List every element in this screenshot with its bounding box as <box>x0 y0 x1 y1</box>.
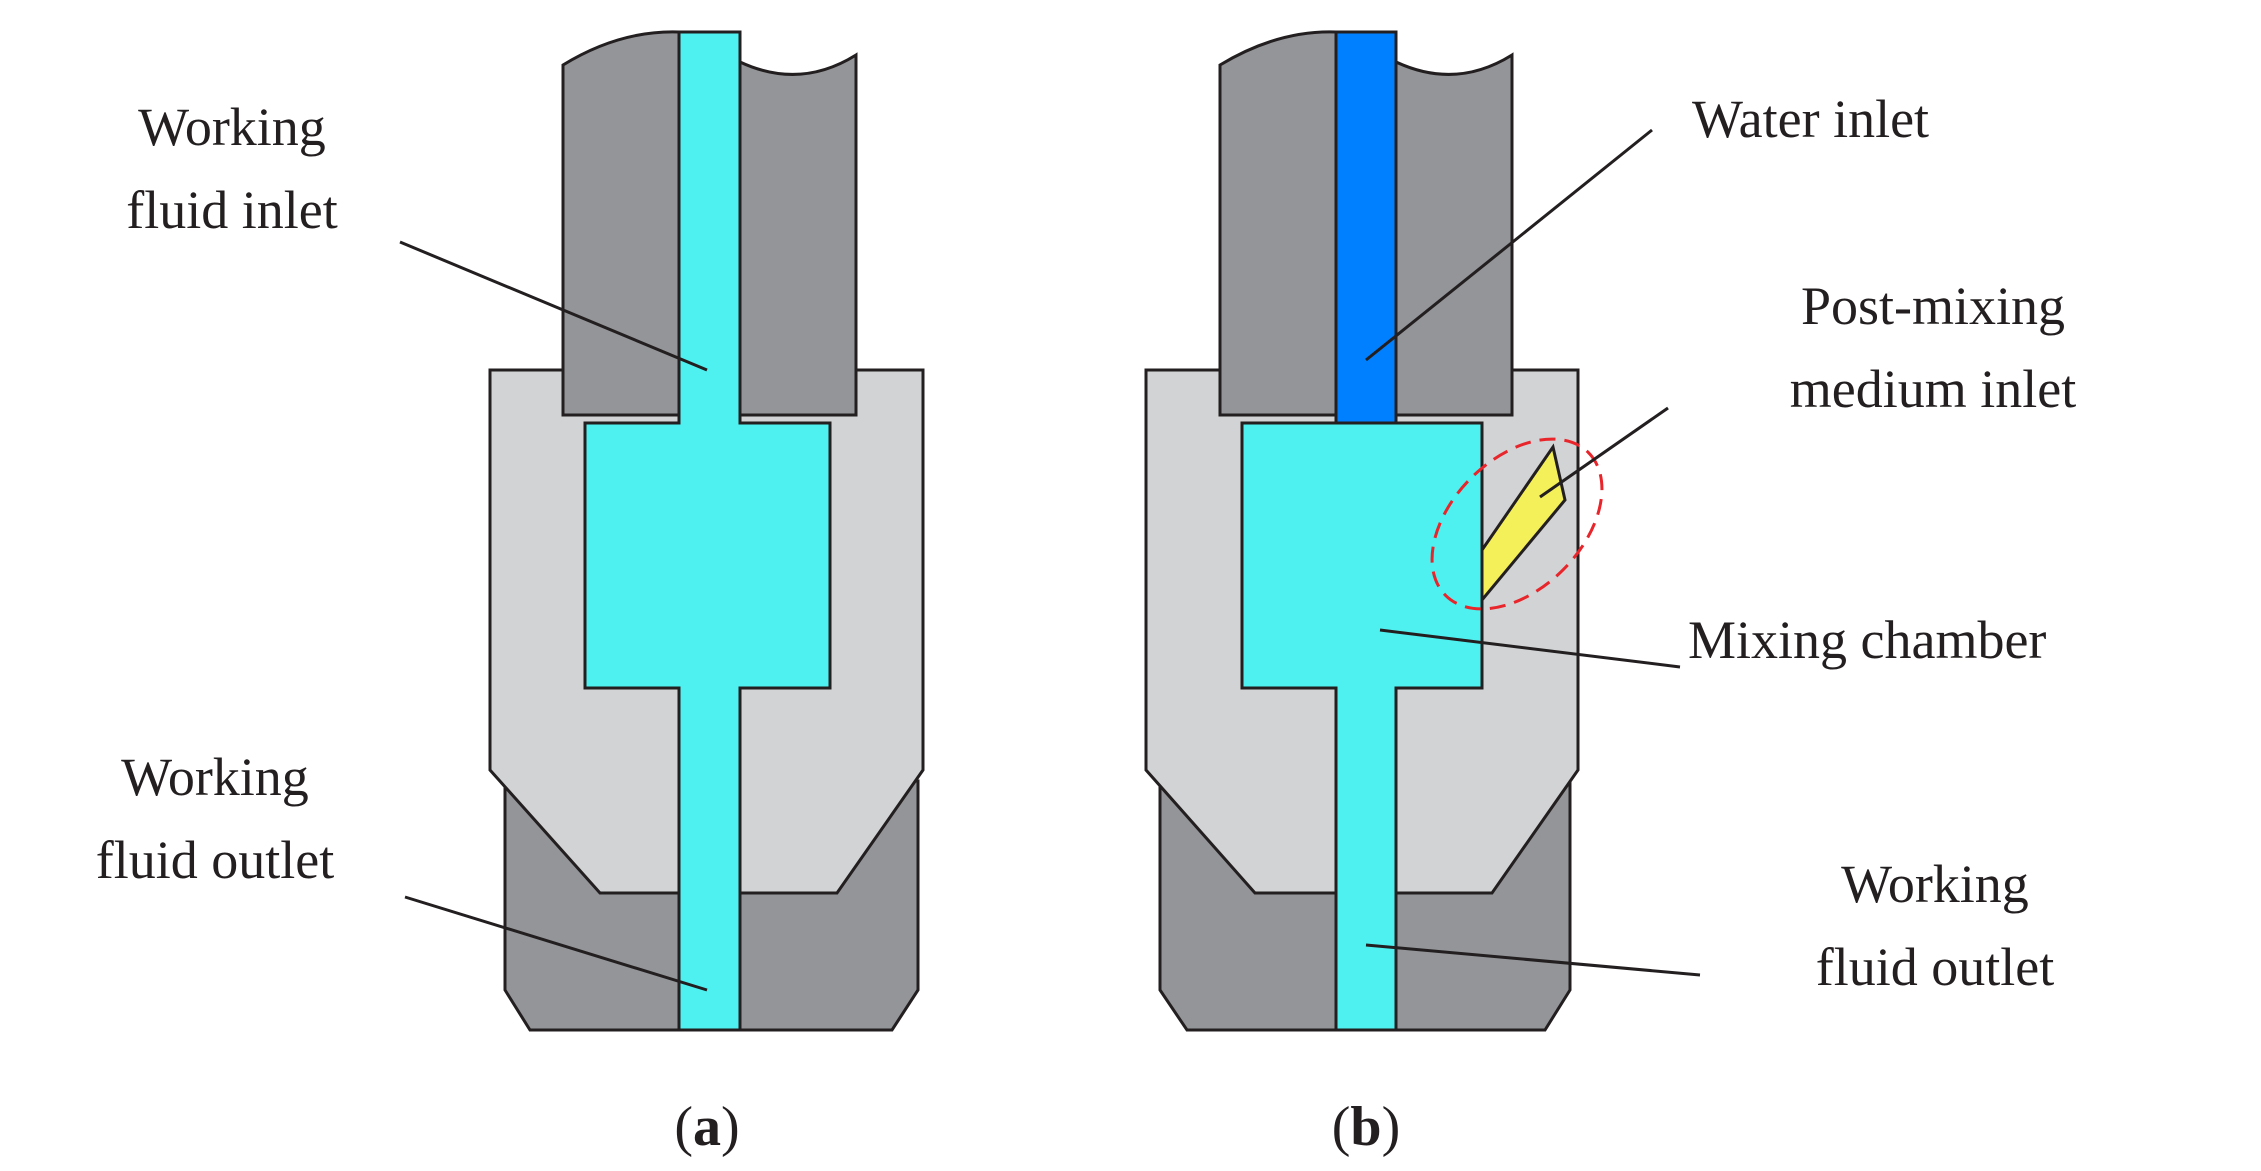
panel-a-outlet-label-line2: fluid outlet <box>96 830 334 890</box>
panel-b-post-mixing-leader <box>1539 406 1669 499</box>
panel-a-outlet-label-line1: Working <box>121 747 309 807</box>
panel-b-post-mixing-label-line1: Post-mixing <box>1801 276 2065 336</box>
panel-b-mixing-chamber <box>1240 421 1484 1032</box>
panel-b-nozzle <box>1144 30 1580 1032</box>
panel-a-outlet-leader <box>404 895 708 992</box>
panel-b-outlet-label-line1: Working <box>1841 854 2029 914</box>
panel-b-caption: (b) <box>1332 1096 1400 1158</box>
panel-b-mixing-chamber-label: Mixing chamber <box>1688 610 2046 670</box>
panel-b-water-channel <box>1334 30 1398 425</box>
panel-b-water-leader <box>1365 128 1653 362</box>
panel-a-caption: (a) <box>674 1096 739 1158</box>
panel-b-water-inlet-label: Water inlet <box>1692 89 1929 149</box>
panel-b-highlight-ellipse <box>1430 437 1604 611</box>
panel-a-inlet-label-line2: fluid inlet <box>126 180 337 240</box>
panel-a-nozzle <box>488 30 925 1032</box>
panel-b-post-mixing-channel <box>1480 443 1567 605</box>
panel-a-inlet-leader <box>399 240 708 372</box>
panel-b-post-mixing-label-line2: medium inlet <box>1790 359 2076 419</box>
panel-a-inlet-label-line1: Working <box>138 97 326 157</box>
panel-b-mixing-chamber-leader <box>1379 628 1681 669</box>
panel-b-outlet-label-line2: fluid outlet <box>1816 937 2054 997</box>
panel-b-outlet-leader <box>1365 943 1701 977</box>
panel-a-working-fluid-channel <box>583 30 832 1032</box>
